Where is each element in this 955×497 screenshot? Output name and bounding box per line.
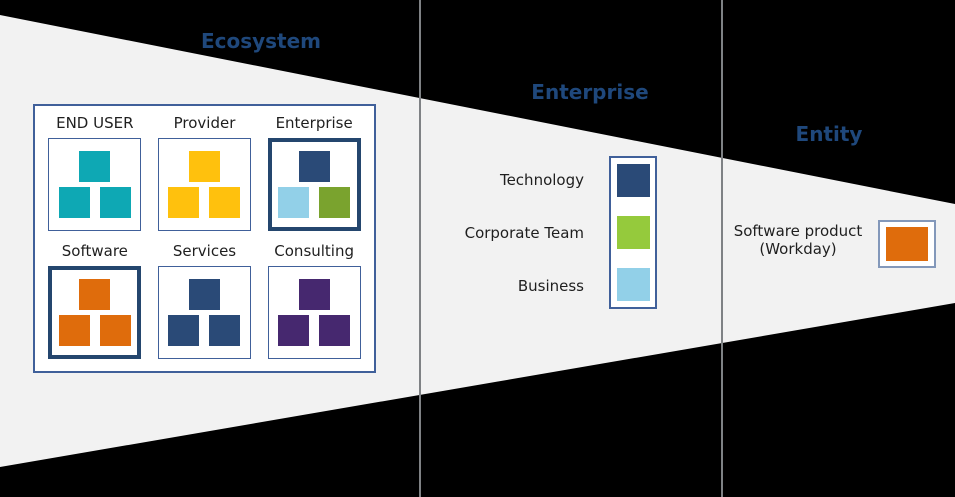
- ecosystem-container: END USER Provider Enterprise: [33, 104, 376, 373]
- square-bottom-right: [319, 187, 351, 218]
- square-row: [278, 187, 351, 218]
- square-bottom-left: [58, 314, 90, 346]
- group-box-consulting: [267, 265, 361, 359]
- group-box-services: [157, 265, 251, 359]
- enterprise-square-technology: [616, 164, 650, 197]
- group-label-enterprise: Enterprise: [275, 114, 353, 132]
- entity-product-box: [878, 220, 936, 268]
- ecosystem-group-provider: Provider: [153, 112, 257, 236]
- square-top: [188, 151, 220, 182]
- ecosystem-title: Ecosystem: [200, 29, 322, 53]
- ecosystem-group-consulting: Consulting: [262, 240, 366, 364]
- enterprise-label-business: Business: [517, 277, 584, 295]
- square-bottom-left: [168, 314, 200, 346]
- group-box-enterprise: [267, 138, 361, 231]
- square-bottom-right: [99, 187, 131, 218]
- group-box-end-user: [48, 138, 142, 231]
- entity-product-square: [886, 227, 928, 261]
- square-top: [188, 278, 220, 310]
- enterprise-stack-box: [609, 156, 657, 309]
- entity-product-label: Software product (Workday): [708, 222, 888, 258]
- square-row: [58, 314, 131, 346]
- enterprise-label-technology: Technology: [499, 171, 584, 189]
- square-row: [168, 187, 241, 218]
- square-bottom-right: [99, 314, 131, 346]
- group-label-services: Services: [172, 241, 237, 260]
- entity-product-label-line1: Software product: [733, 222, 863, 240]
- square-bottom-left: [58, 187, 90, 218]
- square-row: [168, 314, 241, 346]
- square-row: [278, 314, 351, 346]
- ecosystem-group-end-user: END USER: [43, 112, 147, 236]
- enterprise-square-corporate-team: [616, 216, 650, 249]
- group-box-software: [48, 265, 142, 359]
- entity-product-label-line2: (Workday): [759, 240, 837, 258]
- square-row: [58, 187, 131, 218]
- ecosystem-group-enterprise: Enterprise: [262, 112, 366, 236]
- square-top: [298, 151, 330, 182]
- group-label-end-user: END USER: [56, 114, 134, 132]
- entity-title: Entity: [795, 122, 863, 146]
- group-box-provider: [157, 138, 251, 231]
- section-divider-1: [419, 0, 421, 497]
- group-label-provider: Provider: [173, 114, 236, 132]
- square-bottom-left: [278, 314, 310, 346]
- square-top: [79, 151, 111, 182]
- section-divider-2: [721, 0, 723, 497]
- enterprise-label-corporate-team: Corporate Team: [464, 224, 584, 242]
- square-bottom-right: [209, 314, 241, 346]
- square-top: [298, 278, 330, 310]
- square-bottom-left: [168, 187, 200, 218]
- enterprise-title: Enterprise: [531, 80, 649, 104]
- square-bottom-left: [278, 187, 310, 218]
- group-label-software: Software: [61, 241, 128, 260]
- enterprise-square-business: [616, 268, 650, 301]
- square-bottom-right: [319, 314, 351, 346]
- square-top: [79, 278, 111, 310]
- group-label-consulting: Consulting: [274, 241, 355, 260]
- ecosystem-group-software: Software: [43, 240, 147, 364]
- square-bottom-right: [209, 187, 241, 218]
- ecosystem-group-services: Services: [153, 240, 257, 364]
